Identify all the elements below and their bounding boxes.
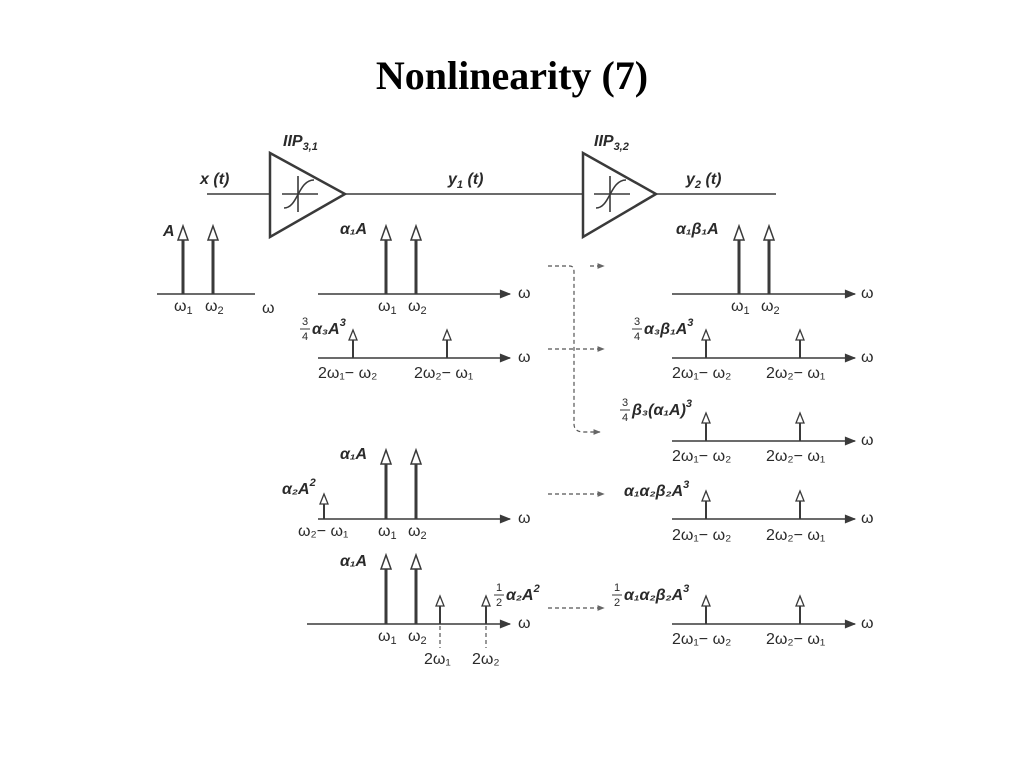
svg-text:2ω₁− ω₂: 2ω₁− ω₂ (318, 365, 377, 382)
svg-text:2ω₁: 2ω₁ (424, 651, 451, 668)
svg-text:1: 1 (614, 582, 620, 594)
y2-label: y2 (t) (685, 171, 721, 191)
svg-text:2ω₁− ω₂: 2ω₁− ω₂ (672, 365, 731, 382)
stage1-fundamental-spectrum: α₁A ω1 ω2 ω (318, 221, 531, 317)
stage1-im3-spectrum: 3 4 α₃A3 2ω₁− ω₂ 2ω₂− ω₁ ω (300, 316, 531, 382)
svg-text:α₁α₂β₂A3: α₁α₂β₂A3 (624, 479, 689, 500)
svg-text:ω: ω (861, 285, 874, 302)
svg-text:ω2: ω2 (408, 628, 427, 647)
input-label: x (t) (199, 171, 229, 188)
svg-text:ω₂− ω₁: ω₂− ω₁ (298, 523, 348, 540)
svg-text:ω: ω (861, 615, 874, 632)
svg-text:ω1: ω1 (731, 298, 750, 317)
stage2-fundamental-spectrum: α₁β₁A ω1 ω2 ω (672, 221, 874, 317)
svg-text:2ω₁− ω₂: 2ω₁− ω₂ (672, 527, 731, 544)
svg-text:β₃(α₁A)3: β₃(α₁A)3 (631, 398, 692, 419)
svg-text:2: 2 (614, 597, 620, 609)
svg-text:α₁α₂β₂A3: α₁α₂β₂A3 (624, 583, 689, 604)
amplifier-1 (268, 150, 348, 240)
svg-text:2ω₂− ω₁: 2ω₂− ω₁ (766, 448, 825, 465)
svg-text:2ω₂− ω₁: 2ω₂− ω₁ (766, 527, 825, 544)
svg-text:ω: ω (518, 615, 531, 632)
svg-text:2ω₂− ω₁: 2ω₂− ω₁ (766, 365, 825, 382)
svg-text:ω: ω (861, 349, 874, 366)
svg-text:α₂A2: α₂A2 (506, 583, 540, 604)
stage2-im3-spectrum-c: α₁α₂β₂A3 2ω₁− ω₂ 2ω₂− ω₁ ω (624, 479, 874, 544)
input-spectrum: A ω1 ω2 ω (157, 223, 275, 317)
svg-text:α₁A: α₁A (340, 446, 367, 463)
svg-text:ω1: ω1 (378, 628, 397, 647)
svg-text:ω2: ω2 (408, 523, 427, 542)
stage2-im3-spectrum-d: 1 2 α₁α₂β₂A3 2ω₁− ω₂ 2ω₂− ω₁ ω (612, 582, 874, 648)
stage1-fundamental-spectrum-b: α₁A α₂A2 ω₂− ω₁ ω1 ω2 ω (282, 446, 531, 542)
svg-text:4: 4 (634, 331, 640, 343)
svg-text:3: 3 (622, 397, 628, 409)
svg-text:3: 3 (302, 316, 308, 328)
svg-text:4: 4 (302, 331, 308, 343)
svg-text:3: 3 (634, 316, 640, 328)
stage1-harmonic-spectrum: α₁A 1 2 α₂A2 ω1 ω2 2ω₁ 2ω₂ ω (307, 552, 540, 668)
stage2-im3-spectrum-a: 3 4 α₃β₁A3 2ω₁− ω₂ 2ω₂− ω₁ ω (632, 316, 874, 382)
svg-text:2ω₁− ω₂: 2ω₁− ω₂ (672, 448, 731, 465)
svg-text:ω: ω (262, 300, 275, 317)
svg-text:ω1: ω1 (378, 523, 397, 542)
svg-text:ω2: ω2 (205, 298, 224, 317)
svg-text:α₁A: α₁A (340, 553, 367, 570)
svg-text:ω2: ω2 (761, 298, 780, 317)
svg-text:4: 4 (622, 412, 628, 424)
svg-text:2ω₂− ω₁: 2ω₂− ω₁ (414, 365, 473, 382)
svg-text:ω: ω (518, 510, 531, 527)
svg-text:ω1: ω1 (378, 298, 397, 317)
svg-text:ω: ω (861, 510, 874, 527)
mapping-arrows (548, 263, 605, 611)
amplifier-2 (581, 150, 659, 240)
svg-text:ω: ω (861, 432, 874, 449)
svg-text:2ω₁− ω₂: 2ω₁− ω₂ (672, 631, 731, 648)
svg-text:2ω₂− ω₁: 2ω₂− ω₁ (766, 631, 825, 648)
svg-text:α₂A2: α₂A2 (282, 477, 316, 498)
svg-text:2: 2 (496, 597, 502, 609)
svg-text:ω2: ω2 (408, 298, 427, 317)
amp2-iip3-label: IIP3,2 (594, 133, 629, 153)
svg-text:α₃A3: α₃A3 (312, 317, 346, 338)
svg-text:ω1: ω1 (174, 298, 193, 317)
y1-label: y1 (t) (447, 171, 483, 191)
svg-text:α₃β₁A3: α₃β₁A3 (644, 317, 693, 338)
amp1-iip3-label: IIP3,1 (283, 133, 318, 153)
input-amplitude-label: A (162, 223, 175, 240)
svg-text:α₁A: α₁A (340, 221, 367, 238)
slide-title: Nonlinearity (7) (375, 53, 649, 98)
stage2-im3-spectrum-b: 3 4 β₃(α₁A)3 2ω₁− ω₂ 2ω₂− ω₁ ω (620, 397, 874, 465)
svg-text:ω: ω (518, 349, 531, 366)
svg-text:ω: ω (518, 285, 531, 302)
svg-text:1: 1 (496, 582, 502, 594)
svg-text:α₁β₁A: α₁β₁A (676, 221, 719, 238)
svg-text:2ω₂: 2ω₂ (472, 651, 500, 668)
